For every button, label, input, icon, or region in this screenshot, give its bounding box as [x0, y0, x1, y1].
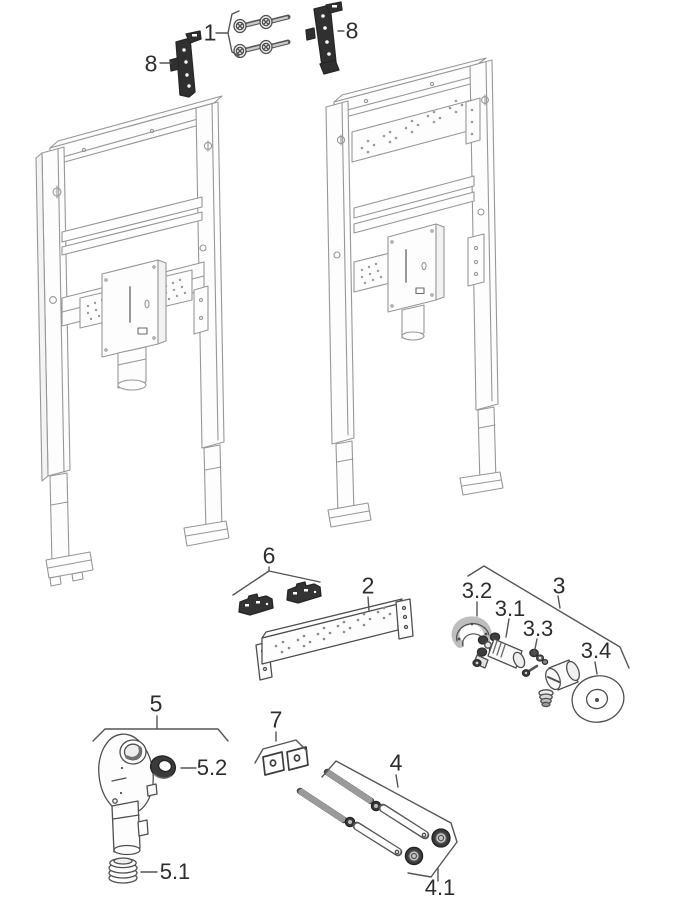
part-label-4: 4	[389, 749, 403, 776]
threaded-rod	[296, 787, 348, 824]
part-label-5: 5	[149, 690, 163, 717]
wall-bracket-right	[305, 1, 343, 75]
crossbar-rail	[255, 598, 414, 681]
right-frame-perforated-strip	[351, 97, 481, 163]
screw	[233, 43, 265, 59]
leader-2	[367, 596, 370, 612]
part-label-1: 1	[203, 19, 217, 46]
cover-disc	[571, 675, 625, 723]
cap-nut	[431, 828, 451, 848]
trap-collar	[108, 857, 138, 884]
right-frame-drawing	[325, 57, 504, 528]
part-label-8-right: 8	[345, 17, 359, 44]
part-label-2: 2	[361, 572, 375, 599]
leader-3-4	[594, 661, 598, 675]
spacer-sleeve	[352, 821, 403, 857]
protection-plates	[262, 746, 309, 776]
clip	[238, 593, 274, 616]
clip-set	[238, 581, 322, 616]
concealed-valve-group	[451, 616, 625, 723]
callout-lines	[92, 10, 630, 882]
part-label-7: 7	[269, 706, 283, 733]
clip	[286, 581, 322, 604]
part-label-5-2: 5.2	[196, 755, 228, 780]
left-frame-outlet-pipe	[117, 346, 147, 391]
part-label-8-left: 8	[144, 50, 158, 77]
left-frame-mounting-box	[101, 259, 167, 358]
part-label-3-4: 3.4	[580, 638, 612, 663]
screw	[233, 18, 265, 34]
part-label-4-1: 4.1	[424, 875, 456, 900]
valve-fittings	[521, 648, 549, 677]
part-label-3-1: 3.1	[494, 596, 526, 621]
cap-nut	[404, 846, 424, 866]
part-label-3: 3	[552, 572, 566, 599]
threaded-rod-set	[296, 768, 451, 866]
wall-bracket-left	[169, 30, 202, 98]
screw-set	[233, 14, 291, 59]
leader-3	[557, 595, 561, 609]
rod-nut	[344, 816, 356, 828]
part-label-3-2: 3.2	[461, 578, 493, 603]
screw	[259, 14, 291, 30]
leader-5-bracket	[92, 715, 229, 742]
part-label-3-3: 3.3	[522, 616, 554, 641]
part-label-6: 6	[262, 542, 276, 569]
leader-3-3	[533, 638, 538, 655]
left-frame-drawing	[35, 95, 230, 587]
leader-4-bracket	[321, 760, 458, 878]
leader-3-bracket	[467, 565, 630, 669]
leader-3-1	[505, 618, 510, 638]
odour-trap	[98, 733, 158, 856]
part-label-5-1: 5.1	[159, 859, 191, 884]
leader-6	[232, 566, 321, 596]
trap-seal-ring	[149, 755, 177, 779]
right-frame-mounting-box	[387, 223, 445, 313]
spacer-sleeve	[378, 803, 430, 840]
leader-7	[254, 731, 308, 764]
leader-1	[215, 10, 240, 57]
protection-sleeve	[545, 659, 580, 691]
right-frame-perforated-plate	[353, 252, 391, 293]
threaded-rod	[323, 768, 375, 805]
rail-hole-pattern	[274, 606, 392, 654]
ribbed-plug	[538, 689, 554, 708]
rod-nut	[370, 800, 382, 812]
screw	[259, 39, 291, 55]
valve-body	[472, 632, 526, 669]
